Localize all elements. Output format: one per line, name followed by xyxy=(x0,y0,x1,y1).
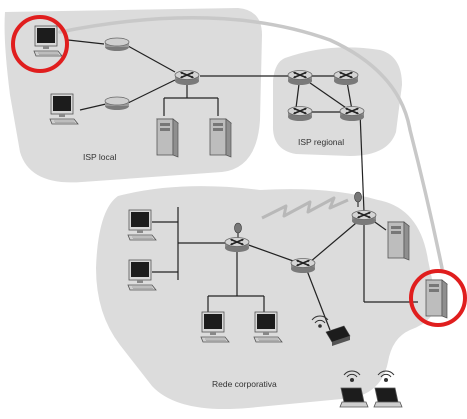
router-icon xyxy=(333,69,359,86)
server-icon xyxy=(387,221,410,261)
label-corporate-network: Rede corporativa xyxy=(212,379,277,389)
router-icon xyxy=(351,209,377,226)
router-icon xyxy=(174,69,200,86)
label-isp-local: ISP local xyxy=(83,152,117,162)
source-host-highlight xyxy=(11,15,69,73)
modem-icon xyxy=(104,37,130,52)
router-icon xyxy=(287,105,313,122)
router-icon xyxy=(290,257,316,274)
label-isp-regional: ISP regional xyxy=(298,137,344,147)
server-icon xyxy=(209,118,232,158)
server-icon xyxy=(425,279,448,319)
region-corporate xyxy=(96,186,437,410)
wireless-link-icon xyxy=(261,196,349,220)
region-isp-local xyxy=(4,8,263,183)
server-icon xyxy=(156,118,179,158)
destination-server-highlight xyxy=(409,269,467,327)
router-icon xyxy=(339,105,365,122)
wireless-access-point-icon xyxy=(311,315,351,346)
end-to-end-path xyxy=(58,16,444,270)
router-icon xyxy=(287,69,313,86)
router-icon xyxy=(224,236,250,253)
modem-icon xyxy=(104,96,130,111)
